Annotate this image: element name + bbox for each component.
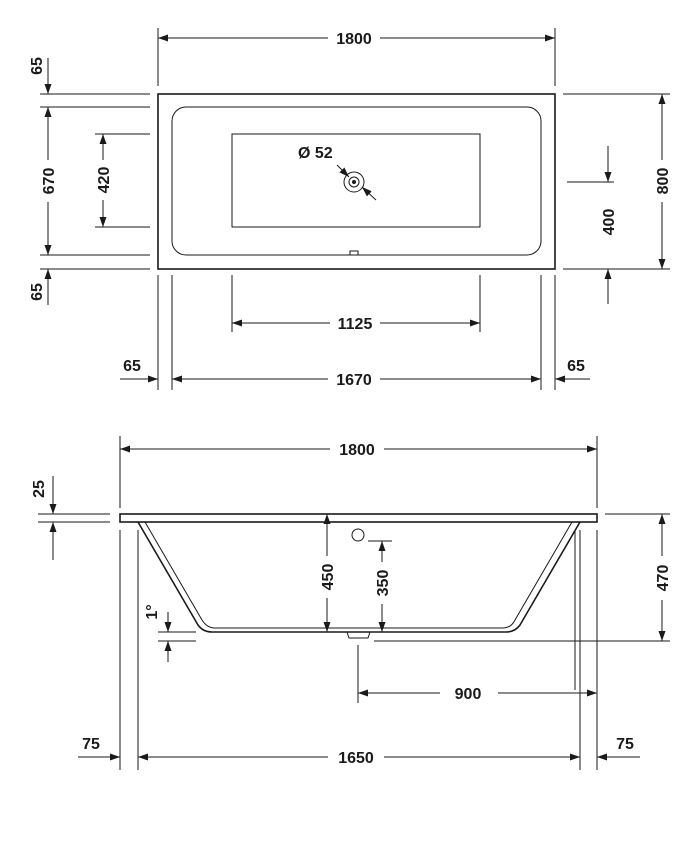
rim-right-label: 65 [567,358,585,375]
tub-inner-basin [171,106,542,256]
overall-height-label: 470 [655,565,672,592]
drain-icon [343,171,365,193]
tub-rim-side [119,513,598,523]
drain-to-end-label: 900 [455,686,482,703]
drain-side-icon [346,631,371,639]
side-view: 1800 25 450 350 470 1° 900 75 1650 [31,436,672,770]
floor-slope-label: 1° [144,604,161,619]
inner-depth-label: 450 [320,564,337,591]
tub-body-profile [137,521,581,633]
side-length-label: 1800 [339,442,375,459]
side-rim-left-label: 75 [82,736,100,753]
side-floor-length-label: 1650 [338,750,374,767]
top-view: Ø 52 1800 65 670 65 [29,28,672,390]
overflow-icon [351,528,365,542]
drain-offset-label: 400 [601,209,618,236]
top-length-label: 1800 [336,31,372,48]
side-rim-right-label: 75 [616,736,634,753]
rim-top-label: 65 [29,57,46,75]
floor-width-label: 420 [96,167,113,194]
rim-thickness-label: 25 [31,480,48,498]
rim-left-label: 65 [123,358,141,375]
inner-length-label: 1670 [336,372,372,389]
overall-width-label: 800 [655,168,672,195]
rim-bottom-label: 65 [29,283,46,301]
overflow-mark [349,250,359,256]
overflow-height-label: 350 [375,570,392,597]
drain-diameter-label: Ø 52 [298,145,333,162]
floor-length-label: 1125 [338,316,373,333]
inner-width-label: 670 [41,168,58,195]
tub-outline-top [157,93,556,270]
tub-floor [231,133,481,228]
